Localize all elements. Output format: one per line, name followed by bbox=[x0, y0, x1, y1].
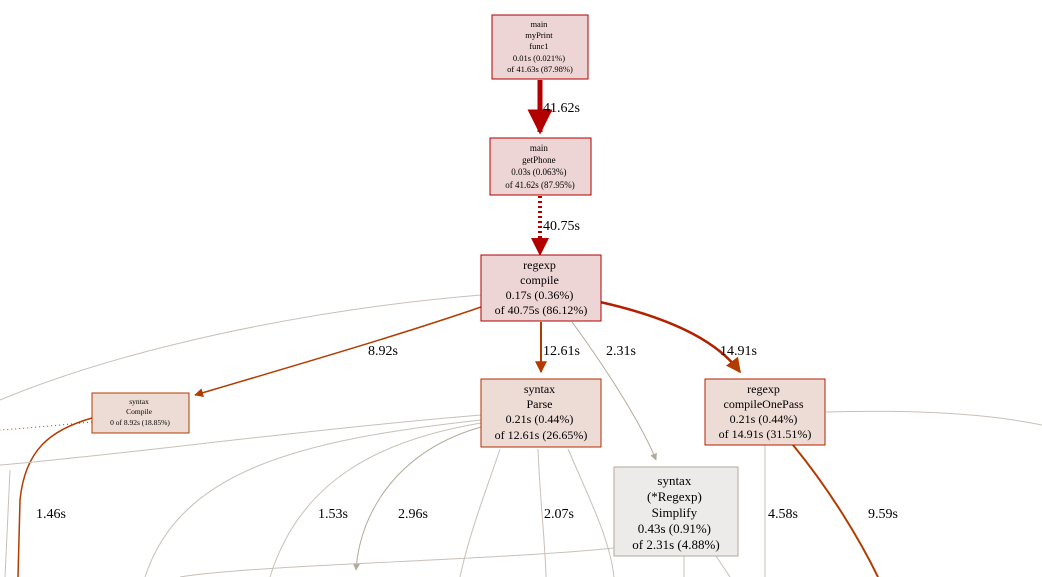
edge-compile-to-simplify[interactable] bbox=[571, 321, 657, 461]
node-label: regexp compile 0.17s (0.36%) of 40.75s (… bbox=[495, 258, 588, 317]
node-box bbox=[489, 137, 592, 196]
edge-label-getphone-to-compile: 40.75s bbox=[543, 219, 580, 234]
edge-parse-to-left-1[interactable] bbox=[0, 414, 482, 466]
edge-label-2-07: 2.07s bbox=[544, 507, 574, 522]
edge-compile-to-onepass[interactable] bbox=[599, 300, 742, 374]
node-label: syntax Parse 0.21s (0.44%) of 12.61s (26… bbox=[495, 382, 588, 442]
edge-label-2-96: 2.96s bbox=[398, 507, 428, 522]
edge-label-func1-to-getphone: 41.62s bbox=[543, 101, 580, 116]
edge-label-1-53: 1.53s bbox=[318, 507, 348, 522]
node-syntax-parse[interactable]: syntax Parse 0.21s (0.44%) of 12.61s (26… bbox=[480, 378, 602, 448]
node-box bbox=[480, 378, 602, 448]
edge-label-compile-to-onepass: 14.91s bbox=[720, 344, 757, 359]
edge-label-compile-to-syntax-compile: 8.92s bbox=[368, 344, 398, 359]
node-regexp-compile[interactable]: regexp compile 0.17s (0.36%) of 40.75s (… bbox=[480, 254, 602, 322]
node-box bbox=[613, 466, 739, 557]
node-label: regexp compileOnePass 0.21s (0.44%) of 1… bbox=[719, 382, 812, 441]
edge-parse-down-3[interactable] bbox=[567, 448, 615, 577]
edge-parse-to-left-3[interactable] bbox=[269, 422, 482, 577]
edge-syntax-compile-down[interactable] bbox=[17, 417, 93, 577]
edge-parse-down-2[interactable] bbox=[537, 448, 547, 577]
edge-label-1-46: 1.46s bbox=[36, 507, 66, 522]
edge-left-edge-down[interactable] bbox=[4, 469, 11, 577]
edge-simplify-left[interactable] bbox=[179, 547, 615, 577]
edge-label-9-59: 9.59s bbox=[868, 507, 898, 522]
edge-label-compile-to-parse: 12.61s bbox=[543, 344, 580, 359]
edge-onepass-down-9-59[interactable] bbox=[792, 444, 879, 577]
edge-parse-to-left-2[interactable] bbox=[144, 419, 482, 577]
edge-onepass-right[interactable] bbox=[825, 410, 1042, 426]
node-label: syntax Compile 0 of 8.92s (18.85%) bbox=[110, 397, 170, 427]
edge-label-compile-to-simplify: 2.31s bbox=[606, 344, 636, 359]
node-box bbox=[704, 378, 826, 446]
node-syntax-regexp-simplify[interactable]: syntax (*Regexp) Simplify 0.43s (0.91%) … bbox=[613, 466, 739, 557]
edge-parse-down-1[interactable] bbox=[459, 448, 501, 577]
edge-label-4-58: 4.58s bbox=[768, 507, 798, 522]
edge-compile-to-left-offscreen[interactable] bbox=[0, 294, 482, 401]
node-label: syntax (*Regexp) Simplify 0.43s (0.91%) … bbox=[632, 473, 719, 552]
edge-simplify-down-2[interactable] bbox=[715, 555, 731, 577]
node-box bbox=[491, 14, 589, 80]
edge-getphone-to-compile-arrowhead bbox=[531, 238, 549, 256]
node-label: main getPhone 0.03s (0.063%) of 41.62s (… bbox=[505, 143, 575, 190]
node-box bbox=[480, 254, 602, 322]
node-main-getphone[interactable]: main getPhone 0.03s (0.063%) of 41.62s (… bbox=[489, 137, 592, 196]
node-main-myprint-func1[interactable]: main myPrint func1 0.01s (0.021%) of 41.… bbox=[491, 14, 589, 80]
node-box bbox=[91, 392, 190, 434]
edge-compile-to-syntax-compile[interactable] bbox=[194, 306, 482, 398]
node-regexp-compileonepass[interactable]: regexp compileOnePass 0.21s (0.44%) of 1… bbox=[704, 378, 826, 446]
edge-parse-to-left-4[interactable] bbox=[352, 426, 482, 571]
node-syntax-compile[interactable]: syntax Compile 0 of 8.92s (18.85%) bbox=[91, 392, 190, 434]
node-label: main myPrint func1 0.01s (0.021%) of 41.… bbox=[507, 19, 573, 74]
